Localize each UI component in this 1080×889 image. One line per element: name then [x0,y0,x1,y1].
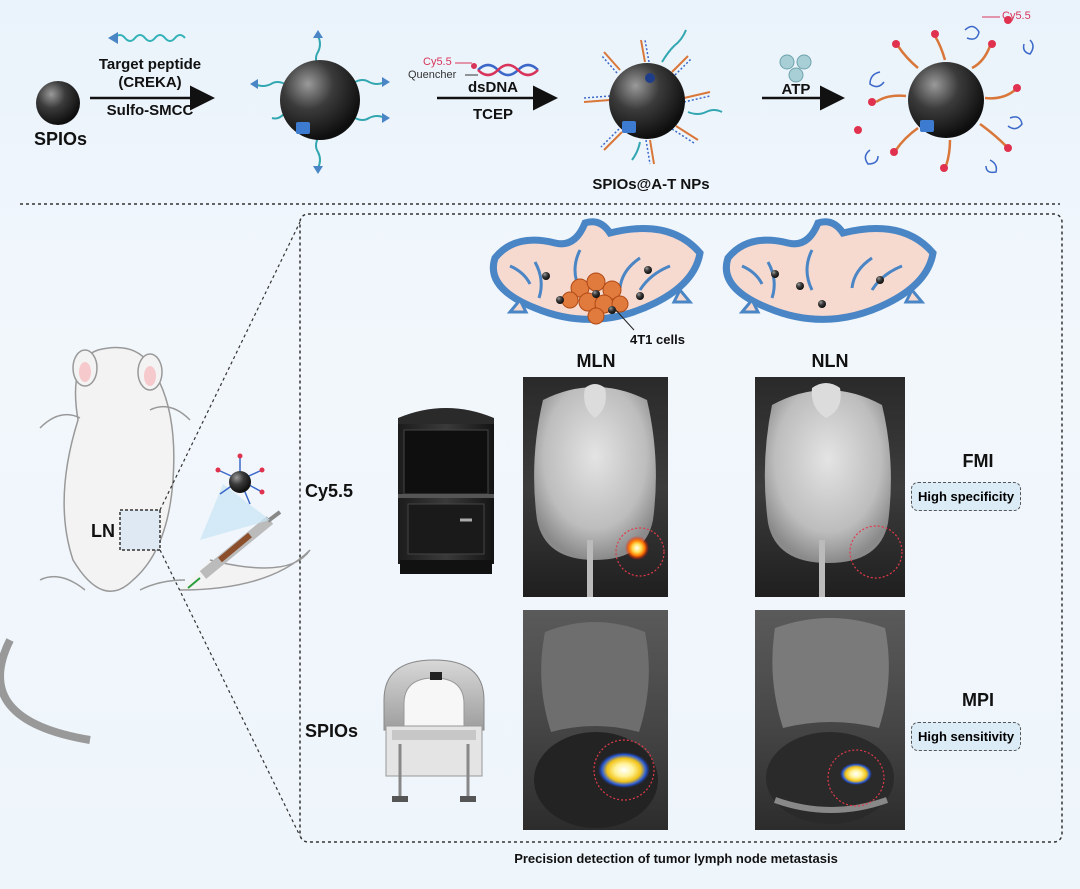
step1-label-top: Target peptide [98,56,202,73]
mouse-illustration [0,346,311,744]
quencher-tag: Quencher [408,69,457,81]
step3-label: ATP [781,81,811,98]
detail-panel [299,213,1063,843]
step2-label-top: dsDNA [467,79,519,96]
col-mln-label: MLN [576,351,616,371]
step1-label-mid: (CREKA) [118,74,182,91]
cells-pointer-line [613,307,635,331]
col-nln-label: NLN [811,351,849,371]
spios-label: SPIOs [34,129,88,149]
ln-label: LN [91,521,115,541]
fmi-nln-image [755,377,905,597]
zoom-line-bottom [159,549,301,837]
mpi-title: MPI [961,690,995,710]
released-np [854,16,1034,174]
fmi-title: FMI [962,451,994,471]
injection-cone [200,484,270,540]
row-spios-label: SPIOs [305,721,359,741]
row-cy55-label: Cy5.5 [305,481,354,501]
zoom-line-top [159,221,301,511]
figure-caption: Precision detection of tumor lymph node … [514,851,838,866]
fmi-badge: High specificity [911,482,1022,511]
mouse-ear-right [144,366,156,386]
injected-np-icon [215,453,265,505]
spio-sphere [36,81,80,125]
fmi-imaging-device [398,408,494,574]
cy55-tag-right: Cy5.5 [1002,10,1031,22]
cells-label: 4T1 cells [630,332,685,347]
spios-at-np [583,29,723,165]
mpi-imaging-device [383,659,485,802]
peptide-strand-icon [114,34,186,42]
fmi-mln-signal [625,536,649,560]
peptide-np [250,30,390,174]
fmi-mln-image [523,377,668,597]
step2-label-bottom: TCEP [472,106,514,123]
np-label: SPIOs@A-T NPs [592,176,710,193]
mouse-ear-left [79,362,91,382]
mpi-nln-signal [840,763,872,785]
step1-label-bottom: Sulfo-SMCC [106,102,194,119]
cy55-tag: Cy5.5 [423,56,452,68]
atp-molecules-icon [779,54,812,83]
mpi-mln-signal [598,752,650,788]
metastatic-lymph-node [490,218,704,325]
dsdna-icon [471,63,539,77]
syringe-icon [187,510,282,589]
normal-lymph-node [723,218,937,323]
mpi-mln-image [523,610,668,830]
mpi-badge: High sensitivity [911,722,1022,751]
peptide-arrowhead-icon [108,32,118,44]
mpi-nln-image [755,610,905,830]
